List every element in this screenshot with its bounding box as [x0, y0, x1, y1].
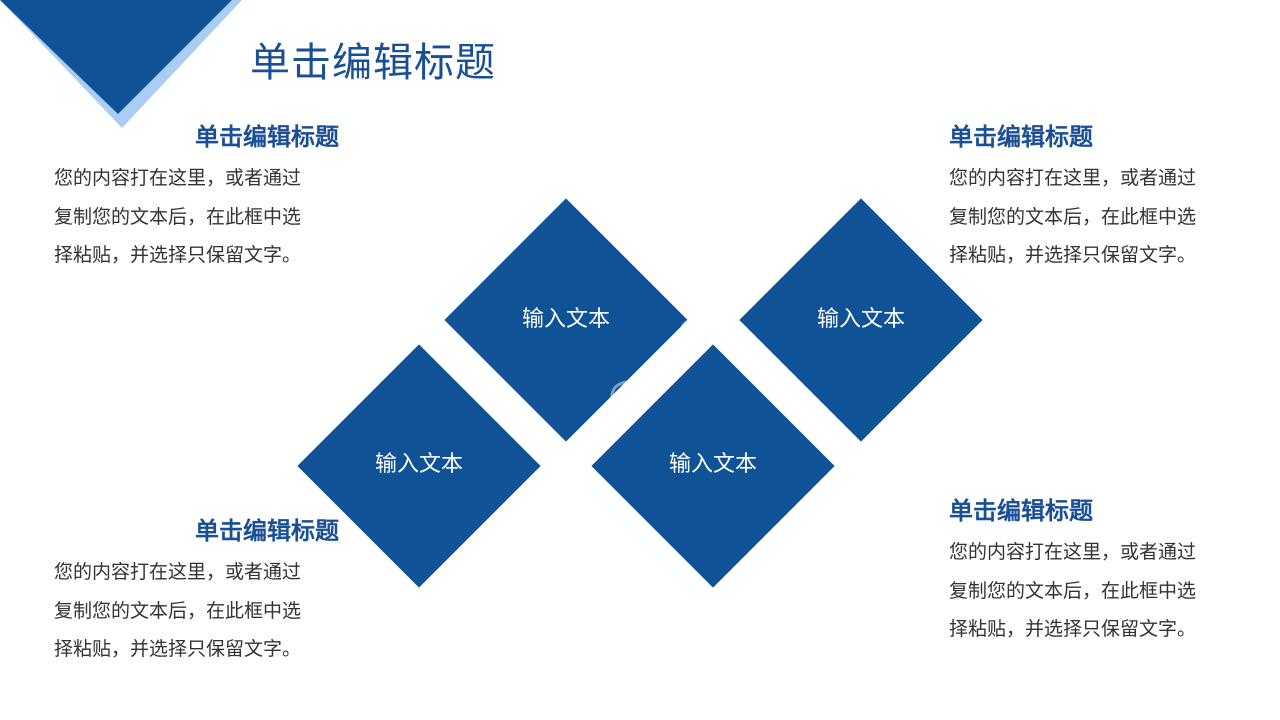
- slide-title[interactable]: 单击编辑标题: [250, 40, 496, 86]
- corner-triangle-decoration: [0, 0, 242, 128]
- diamond-label[interactable]: 输入文本: [816, 307, 905, 332]
- diamond-label[interactable]: 输入文本: [374, 452, 463, 477]
- block-body: 您的内容打在这里，或者通过 复制您的文本后，在此框中选 择粘贴，并选择只保留文字…: [949, 533, 1234, 649]
- text-block-top-left[interactable]: 单击编辑标题 您的内容打在这里，或者通过 复制您的文本后，在此框中选 择粘贴，并…: [54, 121, 339, 275]
- block-body-line: 复制您的文本后，在此框中选: [949, 205, 1197, 228]
- block-body: 您的内容打在这里，或者通过 复制您的文本后，在此框中选 择粘贴，并选择只保留文字…: [54, 159, 339, 275]
- text-block-bottom-left[interactable]: 单击编辑标题 您的内容打在这里，或者通过 复制您的文本后，在此框中选 择粘贴，并…: [54, 515, 339, 669]
- text-block-top-right[interactable]: 单击编辑标题 您的内容打在这里，或者通过 复制您的文本后，在此框中选 择粘贴，并…: [949, 121, 1234, 275]
- text-block-bottom-right[interactable]: 单击编辑标题 您的内容打在这里，或者通过 复制您的文本后，在此框中选 择粘贴，并…: [949, 495, 1234, 649]
- block-title: 单击编辑标题: [195, 517, 339, 545]
- block-body: 您的内容打在这里，或者通过 复制您的文本后，在此框中选 择粘贴，并选择只保留文字…: [949, 159, 1234, 275]
- block-body-line: 您的内容打在这里，或者通过: [54, 167, 302, 189]
- block-body-line: 择粘贴，并选择只保留文字。: [949, 244, 1197, 266]
- diamond-label[interactable]: 输入文本: [668, 452, 757, 477]
- block-body: 您的内容打在这里，或者通过 复制您的文本后，在此框中选 择粘贴，并选择只保留文字…: [54, 553, 339, 669]
- block-body-line: 择粘贴，并选择只保留文字。: [54, 638, 302, 660]
- block-body-line: 复制您的文本后，在此框中选: [949, 579, 1197, 602]
- block-title: 单击编辑标题: [949, 123, 1093, 151]
- block-body-line: 复制您的文本后，在此框中选: [54, 599, 302, 622]
- block-body-line: 您的内容打在这里，或者通过: [949, 167, 1197, 189]
- block-body-line: 择粘贴，并选择只保留文字。: [54, 244, 302, 266]
- corner-triangle-dark: [0, 0, 232, 114]
- block-body-line: 您的内容打在这里，或者通过: [949, 541, 1197, 563]
- watermark-logo: [610, 318, 704, 410]
- block-body-line: 您的内容打在这里，或者通过: [54, 561, 302, 583]
- diamond-label[interactable]: 输入文本: [521, 307, 610, 332]
- block-title: 单击编辑标题: [195, 123, 339, 151]
- block-body-line: 择粘贴，并选择只保留文字。: [949, 618, 1197, 640]
- block-body-line: 复制您的文本后，在此框中选: [54, 205, 302, 228]
- block-title: 单击编辑标题: [949, 497, 1093, 525]
